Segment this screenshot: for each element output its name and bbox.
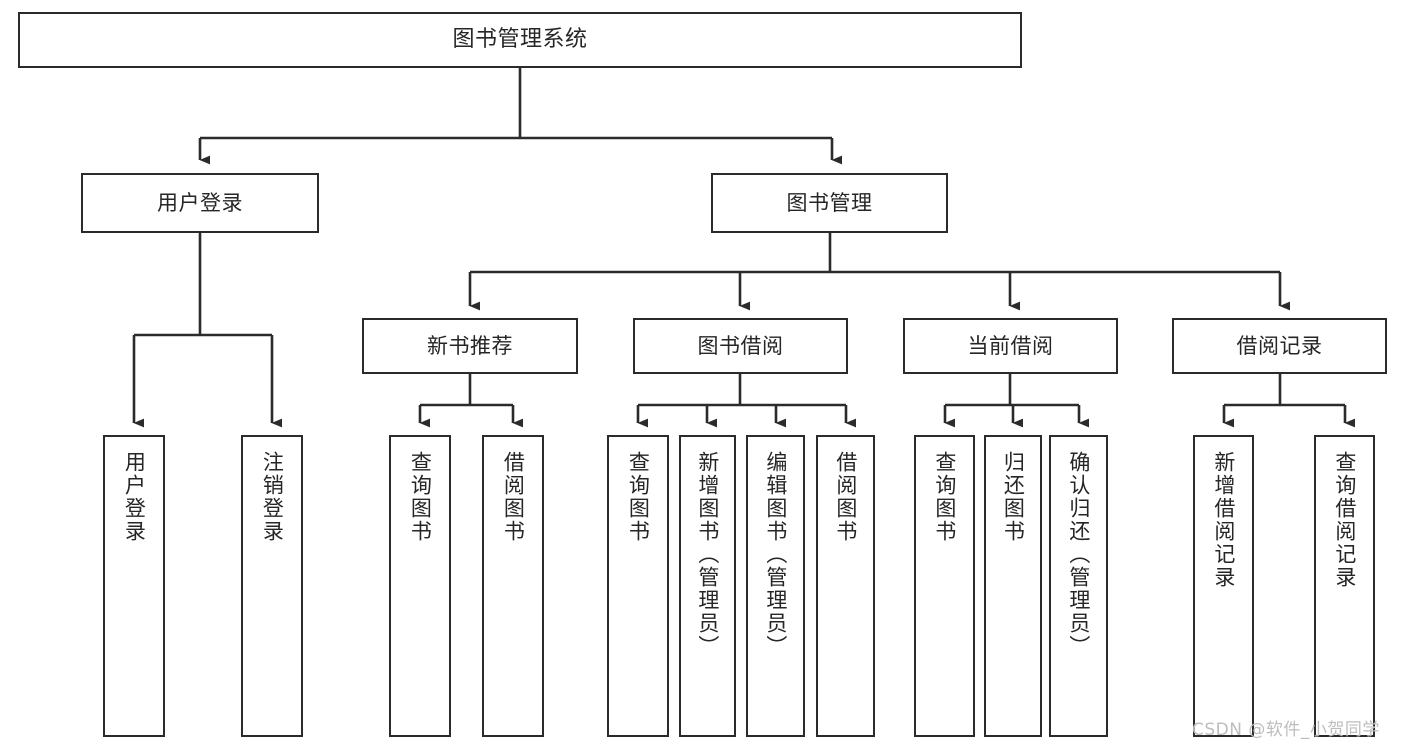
node-book-manage[interactable]: 图书管理 — [711, 173, 948, 233]
node-book-borrow[interactable]: 图书借阅 — [633, 318, 848, 374]
node-leaf-borrow-book-2-label: 借阅图书 — [833, 451, 858, 543]
node-current-borrow-label: 当前借阅 — [967, 333, 1054, 358]
node-current-borrow[interactable]: 当前借阅 — [903, 318, 1118, 374]
node-new-book-recommend-label: 新书推荐 — [427, 333, 513, 358]
node-leaf-borrow-book-1-label: 借阅图书 — [501, 451, 526, 543]
node-leaf-user-login-label: 用户登录 — [122, 451, 147, 543]
node-leaf-query-book-3-label: 查询图书 — [932, 451, 957, 543]
node-leaf-query-book-1-label: 查询图书 — [408, 451, 433, 543]
node-leaf-edit-book-admin[interactable]: 编辑图书（管理员） — [746, 435, 805, 737]
node-leaf-user-login[interactable]: 用户登录 — [103, 435, 165, 737]
node-user-login-label: 用户登录 — [157, 190, 243, 215]
node-leaf-confirm-return-admin-label: 确认归还（管理员） — [1066, 451, 1091, 658]
node-leaf-query-book-1[interactable]: 查询图书 — [389, 435, 451, 737]
node-leaf-query-borrow-record[interactable]: 查询借阅记录 — [1314, 435, 1375, 737]
node-root[interactable]: 图书管理系统 — [18, 12, 1022, 68]
node-leaf-query-book-2[interactable]: 查询图书 — [607, 435, 669, 737]
node-leaf-borrow-book-2[interactable]: 借阅图书 — [816, 435, 875, 737]
node-user-login[interactable]: 用户登录 — [81, 173, 319, 233]
node-leaf-logout[interactable]: 注销登录 — [241, 435, 303, 737]
node-leaf-logout-label: 注销登录 — [260, 451, 285, 543]
node-leaf-add-book-admin[interactable]: 新增图书（管理员） — [679, 435, 736, 737]
node-leaf-return-book-label: 归还图书 — [1001, 451, 1026, 543]
node-new-book-recommend[interactable]: 新书推荐 — [362, 318, 578, 374]
node-borrow-record[interactable]: 借阅记录 — [1172, 318, 1387, 374]
node-book-manage-label: 图书管理 — [786, 190, 873, 215]
node-leaf-add-book-admin-label: 新增图书（管理员） — [695, 451, 720, 658]
node-root-label: 图书管理系统 — [452, 27, 588, 53]
watermark: CSDN @软件_小贺同学 — [1192, 720, 1380, 740]
node-leaf-query-book-2-label: 查询图书 — [626, 451, 651, 543]
node-leaf-query-borrow-record-label: 查询借阅记录 — [1332, 451, 1357, 589]
node-book-borrow-label: 图书借阅 — [697, 333, 784, 358]
node-borrow-record-label: 借阅记录 — [1236, 333, 1323, 358]
node-leaf-add-borrow-record[interactable]: 新增借阅记录 — [1193, 435, 1254, 737]
node-leaf-edit-book-admin-label: 编辑图书（管理员） — [763, 451, 788, 658]
node-leaf-query-book-3[interactable]: 查询图书 — [914, 435, 975, 737]
node-leaf-confirm-return-admin[interactable]: 确认归还（管理员） — [1049, 435, 1108, 737]
node-leaf-return-book[interactable]: 归还图书 — [984, 435, 1042, 737]
node-leaf-add-borrow-record-label: 新增借阅记录 — [1211, 451, 1236, 589]
node-leaf-borrow-book-1[interactable]: 借阅图书 — [482, 435, 544, 737]
